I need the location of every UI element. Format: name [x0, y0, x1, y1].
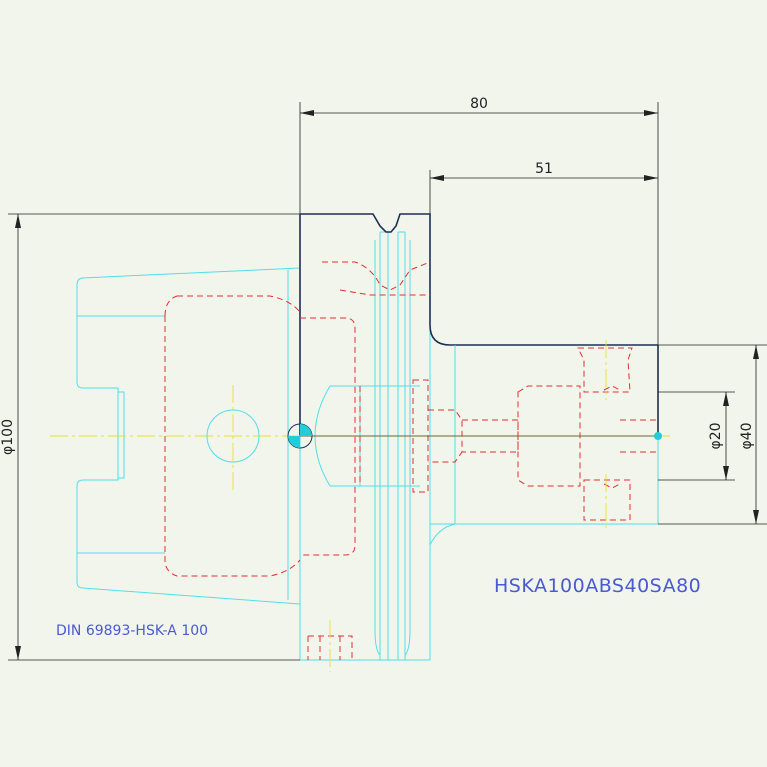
end-marker [654, 432, 662, 440]
part-number-label: HSKA100ABS40SA80 [494, 575, 701, 597]
dimension-arrows [15, 110, 759, 660]
dimension-diameter-40: φ40 [739, 422, 755, 449]
standard-label: DIN 69893-HSK-A 100 [56, 623, 208, 639]
shank-outline [314, 345, 659, 546]
pin-hole-circle [206, 409, 260, 463]
flange-top-edge [299, 213, 659, 436]
dimension-80: 80 [470, 96, 488, 112]
dimension-51: 51 [535, 161, 553, 177]
dimension-lines [8, 102, 767, 661]
flange-outline [299, 214, 431, 661]
origin-marker [287, 423, 313, 449]
dimension-diameter-20: φ20 [708, 422, 724, 449]
dimension-diameter-100: φ100 [0, 419, 16, 455]
